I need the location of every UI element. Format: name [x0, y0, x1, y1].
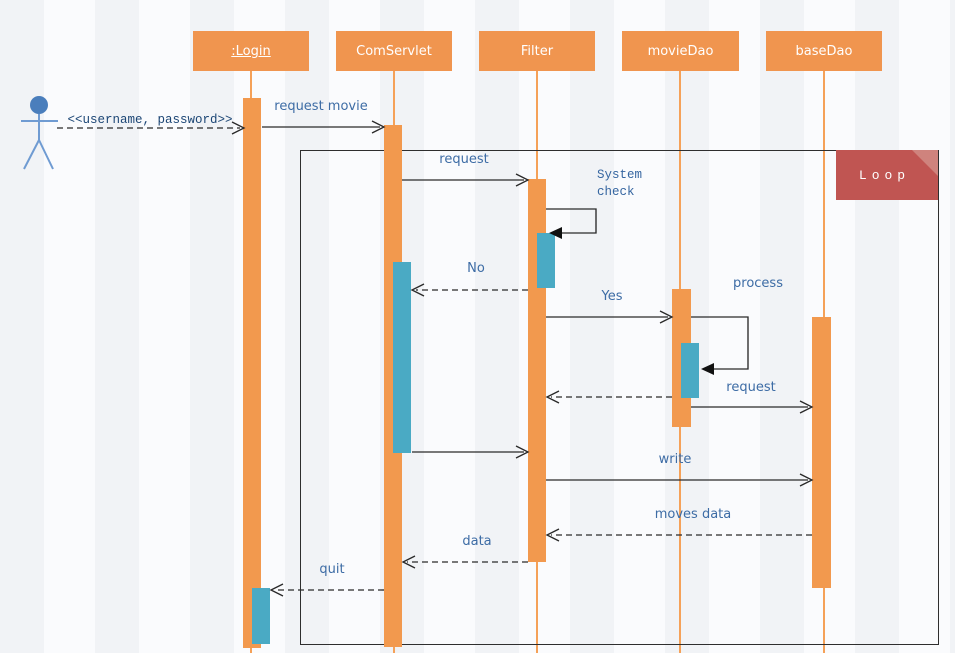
label-no: No [467, 261, 485, 276]
label-username-password: <<username, password>> [67, 113, 233, 127]
label-quit: quit [319, 562, 345, 577]
participant-moviedao: movieDao [622, 31, 739, 71]
loop-fragment-label: Loop [836, 150, 938, 200]
participant-moviedao-label: movieDao [647, 43, 714, 59]
activation-basedao [812, 317, 831, 588]
arrowhead-system-check [549, 227, 562, 239]
arrowhead-request [515, 173, 530, 187]
msg-line-system-check-self [546, 208, 597, 234]
arrowhead-moves-data [545, 528, 560, 542]
label-process: process [733, 276, 783, 291]
loop-fragment-frame [300, 150, 939, 645]
arrowhead-username-password [231, 121, 246, 135]
arrowhead-request-basedao [799, 400, 814, 414]
label-request-basedao: request [726, 380, 776, 395]
participant-filter: Filter [479, 31, 595, 71]
label-moves-data: moves data [654, 507, 732, 522]
arrowhead-write [799, 473, 814, 487]
activation-login [243, 98, 261, 648]
nested-activation-moviedao [681, 343, 699, 398]
actor-leg-right [38, 139, 54, 170]
arrowhead-request-movie [371, 120, 386, 134]
participant-comservlet: ComServlet [336, 31, 452, 71]
arrowhead-quit [269, 583, 284, 597]
label-system-check: System check [597, 168, 643, 199]
participant-basedao-label: baseDao [795, 43, 853, 59]
label-request: request [439, 152, 489, 167]
nested-activation-comservlet [393, 262, 411, 453]
user-actor-icon [21, 96, 58, 170]
nested-activation-login [252, 588, 270, 644]
label-data: data [462, 534, 492, 549]
participant-login-label: :Login [231, 43, 271, 59]
loop-label-text: Loop [858, 167, 911, 183]
arrowhead-data [401, 555, 416, 569]
label-yes: Yes [601, 289, 623, 304]
arrowhead-return-to-filter [545, 390, 560, 404]
msg-line-process-self [691, 316, 749, 370]
label-write: write [658, 452, 692, 467]
actor-leg-left [23, 139, 40, 170]
actor-head [30, 96, 48, 114]
participant-login: :Login [193, 31, 309, 71]
arrowhead-no [410, 283, 425, 297]
participant-filter-label: Filter [520, 43, 554, 59]
participant-basedao: baseDao [766, 31, 882, 71]
nested-activation-filter [537, 233, 555, 288]
label-request-movie: request movie [274, 99, 368, 114]
arrowhead-comservlet-filter [515, 445, 530, 459]
participant-comservlet-label: ComServlet [356, 43, 432, 59]
arrowhead-process [701, 363, 714, 375]
arrowhead-yes [659, 310, 674, 324]
